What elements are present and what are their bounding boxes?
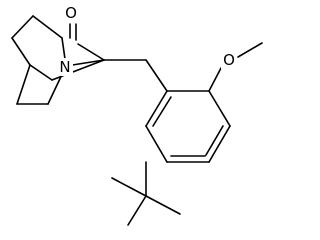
carbonyl-group bbox=[69, 23, 77, 41]
bond-bridgehead-mid bbox=[29, 64, 53, 81]
tert-butyl-group bbox=[111, 161, 181, 226]
methoxy-oxygen-label: O bbox=[223, 51, 235, 69]
bond-c2-carbonyl-carbon bbox=[77, 43, 105, 61]
nitrogen-label: N bbox=[59, 58, 70, 76]
structure-diagram: O N O bbox=[11, 4, 263, 226]
bond-bridgehead-lower-left bbox=[16, 64, 31, 105]
ring-double-right bbox=[205, 125, 224, 156]
ring-bond-c5-c6 bbox=[145, 125, 168, 163]
bond-methoxy-o-ch3 bbox=[237, 42, 263, 58]
bond-bridgehead-upper-left bbox=[11, 37, 31, 66]
quinuclidine-cage bbox=[11, 15, 105, 105]
bond-tbu-methyl-left bbox=[111, 177, 147, 197]
bond-top-c bbox=[32, 15, 63, 39]
ring-bond-c3-c4 bbox=[208, 125, 231, 163]
bond-tbu-methyl-right bbox=[145, 195, 181, 215]
ring-bond-c2-c3 bbox=[208, 90, 231, 127]
bond-tbu-methyl-down bbox=[127, 195, 147, 226]
bond-ring-methoxy-o bbox=[208, 67, 222, 92]
carbonyl-oxygen-label: O bbox=[65, 4, 77, 22]
methoxy-group bbox=[208, 42, 263, 92]
bond-mid-c2 bbox=[51, 59, 105, 81]
benzene-ring bbox=[145, 90, 231, 163]
bond-upper-left-top bbox=[11, 15, 34, 39]
bond-methylene-ring bbox=[145, 59, 168, 92]
ring-bond-c6-c1 bbox=[145, 90, 168, 127]
ring-double-left bbox=[152, 96, 172, 127]
